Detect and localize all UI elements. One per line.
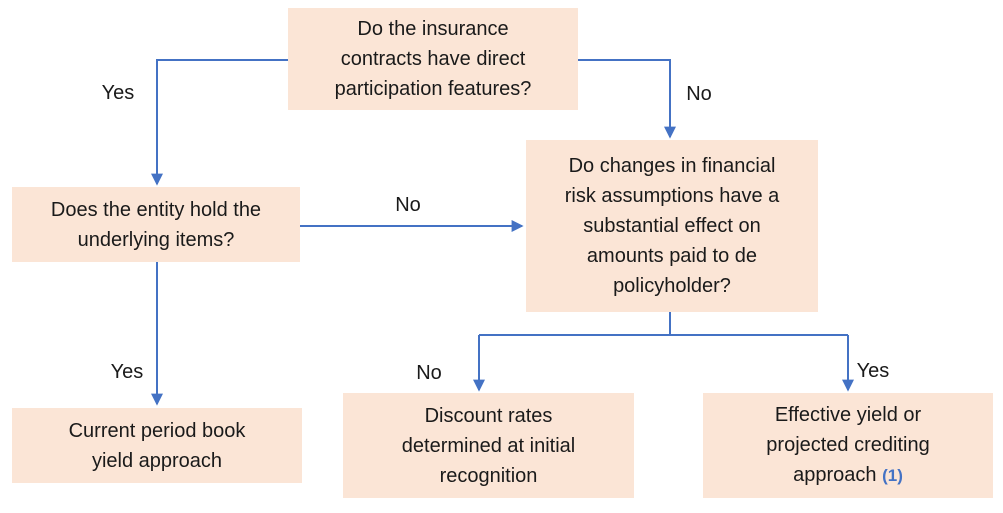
- node-label: Do changes in financial risk assumptions…: [564, 155, 780, 297]
- edge-label-mid-no: No: [395, 194, 421, 216]
- node-label: Discount rates determined at initial rec…: [401, 404, 576, 487]
- node-discount-rates-initial-recognition: Discount rates determined at initial rec…: [343, 393, 634, 498]
- node-effective-yield-approach: Effective yield or projected crediting a…: [703, 393, 993, 498]
- node-label: Effective yield or projected crediting a…: [766, 404, 930, 486]
- node-label: Do the insurance contracts have direct p…: [334, 18, 532, 100]
- edge-label-risk-no: No: [416, 362, 442, 384]
- node-current-period-book-yield: Current period book yield approach: [12, 408, 302, 483]
- edge-top-yes-arrow: [151, 59, 288, 186]
- node-direct-participation-question: Do the insurance contracts have direct p…: [288, 8, 578, 110]
- edge-top-no-arrow: [578, 59, 676, 139]
- footnote-reference: (1): [882, 466, 903, 485]
- node-financial-risk-question: Do changes in financial risk assumptions…: [526, 140, 818, 312]
- node-label: Does the entity hold the underlying item…: [50, 198, 262, 251]
- edge-split-stem: [479, 311, 848, 336]
- node-entity-holds-question: Does the entity hold the underlying item…: [12, 187, 300, 262]
- node-text-with-footnote: Effective yield or projected crediting a…: [766, 400, 929, 491]
- edge-label-hold-yes: Yes: [110, 361, 144, 383]
- edge-label-top-no: No: [686, 83, 712, 105]
- edge-label-risk-yes: Yes: [856, 360, 890, 382]
- edge-label-top-yes: Yes: [101, 82, 135, 104]
- node-label: Current period book yield approach: [68, 419, 246, 472]
